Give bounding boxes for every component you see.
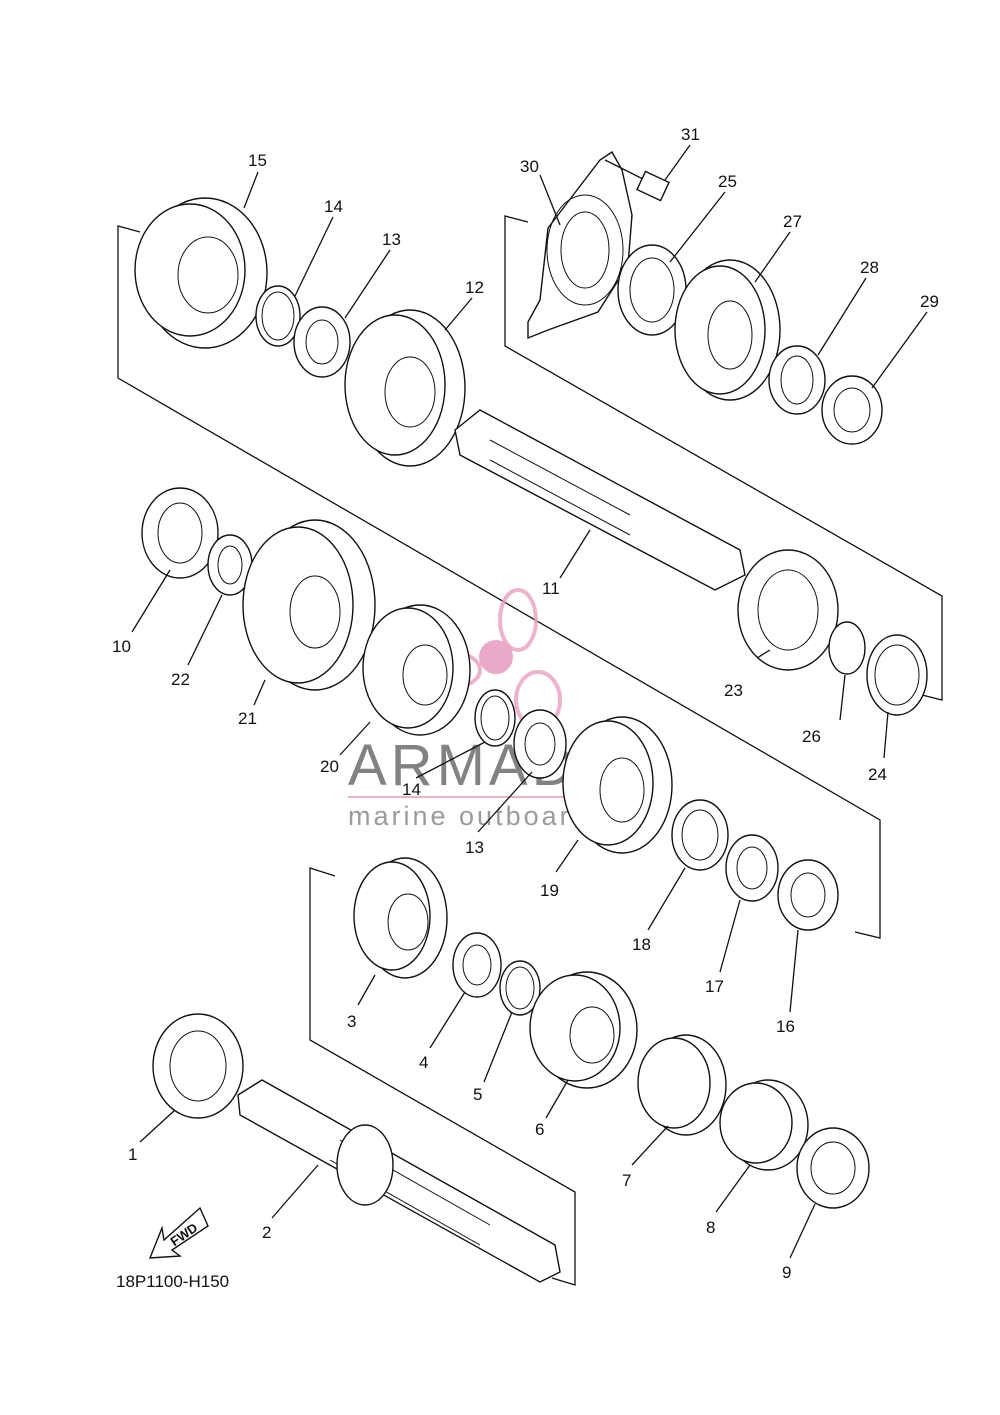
callout-21: 21 <box>238 709 257 728</box>
part-7-gear <box>637 1034 727 1136</box>
callout-numbers: 15 14 13 12 30 31 25 27 28 29 11 10 22 2… <box>112 125 939 1282</box>
part-19-gear <box>562 716 673 854</box>
callout-3: 3 <box>347 1012 356 1031</box>
part-24-seal <box>866 634 928 716</box>
callout-28: 28 <box>860 258 879 277</box>
callout-2: 2 <box>262 1223 271 1242</box>
callout-29: 29 <box>920 292 939 311</box>
part-16-washer <box>777 859 839 931</box>
callout-16: 16 <box>776 1017 795 1036</box>
callout-14: 14 <box>324 197 343 216</box>
callout-13b: 13 <box>465 838 484 857</box>
part-12-gear <box>344 309 466 467</box>
part-8-gear <box>719 1079 809 1171</box>
part-29-collar <box>821 375 883 445</box>
part-26-o-ring <box>828 621 866 675</box>
part-20-gear <box>362 604 471 736</box>
part-11-main-shaft <box>454 409 746 591</box>
part-14b-circlip <box>474 689 516 747</box>
callout-4: 4 <box>419 1053 428 1072</box>
callout-8: 8 <box>706 1218 715 1237</box>
callout-7: 7 <box>622 1171 631 1190</box>
callout-23: 23 <box>724 681 743 700</box>
callout-14b: 14 <box>402 780 421 799</box>
callout-12: 12 <box>465 278 484 297</box>
part-13-washer <box>293 306 351 378</box>
callout-6: 6 <box>535 1120 544 1139</box>
callout-19: 19 <box>540 881 559 900</box>
part-30-bearing-plate <box>527 150 633 340</box>
callout-31: 31 <box>681 125 700 144</box>
callout-9: 9 <box>782 1263 791 1282</box>
callout-5: 5 <box>473 1085 482 1104</box>
part-31-bolt <box>604 159 670 202</box>
callout-13: 13 <box>382 230 401 249</box>
callout-11: 11 <box>542 579 560 598</box>
watermark-tagline: marine outboards <box>348 801 606 831</box>
part-25-bearing <box>617 244 687 336</box>
callout-24: 24 <box>868 765 887 784</box>
callout-20: 20 <box>320 757 339 776</box>
diagram-code: 18P1100-H150 <box>116 1272 229 1291</box>
callout-1: 1 <box>128 1145 137 1164</box>
callout-22: 22 <box>171 670 190 689</box>
part-9-bearing <box>796 1127 870 1209</box>
callout-10: 10 <box>112 637 131 656</box>
callout-17: 17 <box>705 977 724 996</box>
part-23-bearing <box>737 549 839 671</box>
callout-27: 27 <box>783 212 802 231</box>
fwd-arrow-icon: FWD <box>148 1206 209 1259</box>
bracket-frames <box>117 215 943 1286</box>
callout-25: 25 <box>718 172 737 191</box>
part-28-washer <box>768 345 826 415</box>
part-14-circlip <box>255 285 301 347</box>
part-3-gear <box>353 857 448 979</box>
leader-lines <box>131 144 928 1259</box>
part-15-gear <box>134 197 268 349</box>
callout-15: 15 <box>248 151 267 170</box>
part-10-bearing <box>141 487 219 579</box>
part-18-needle-bearing <box>671 799 729 871</box>
callout-30: 30 <box>520 157 539 176</box>
part-17-washer <box>725 834 779 902</box>
callout-26: 26 <box>802 727 821 746</box>
part-27-gear <box>674 259 781 401</box>
callout-18: 18 <box>632 935 651 954</box>
part-21-gear <box>242 519 376 691</box>
part-4-washer <box>452 932 502 998</box>
part-13b-washer <box>513 709 567 779</box>
part-5-circlip <box>499 960 541 1016</box>
part-1-bearing <box>152 1013 244 1119</box>
part-2-drive-shaft <box>237 1079 561 1283</box>
part-6-gear <box>529 971 638 1089</box>
